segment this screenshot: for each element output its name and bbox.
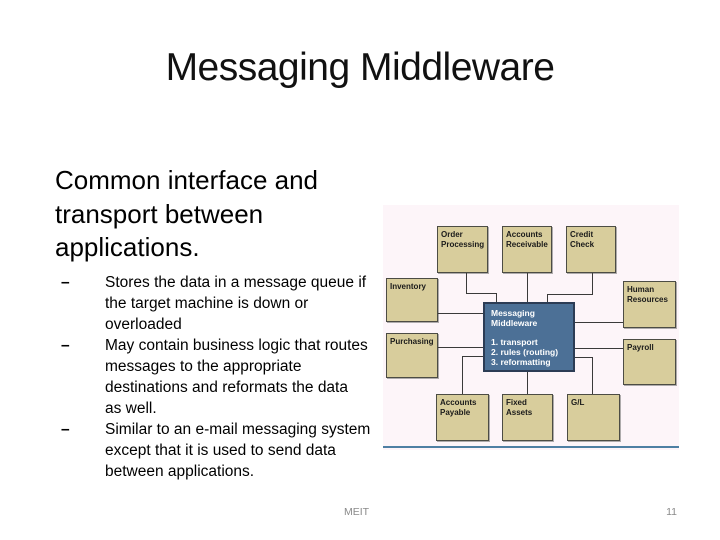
node-label-line: Processing: [441, 239, 485, 249]
bullet-dash: –: [61, 421, 70, 438]
connector-line: [592, 273, 593, 295]
bullet-text-line: between applications.: [105, 463, 255, 480]
page-number: 11: [666, 506, 677, 518]
diagram-node-fixed-assets: Fixed Assets: [502, 394, 553, 441]
connector-line: [466, 273, 467, 294]
node-label-line: G/L: [571, 398, 585, 407]
connector-line: [527, 372, 528, 394]
node-label-line: Accounts: [506, 230, 543, 239]
heading-line: applications.: [55, 232, 200, 262]
bullet-text-line: overloaded: [105, 316, 182, 333]
center-function: 3. reformatting: [491, 357, 551, 367]
node-label-line: Purchasing: [390, 337, 434, 346]
node-label-line: Credit: [570, 230, 594, 239]
diagram-bottom-divider: [383, 446, 679, 448]
diagram-node-gl: G/L: [567, 394, 620, 441]
node-label-line: Receivable: [506, 239, 548, 249]
bullet-text-line: except that it is used to send data: [105, 442, 336, 459]
connector-line: [575, 322, 623, 323]
node-label-line: Order: [441, 230, 463, 239]
bullet-item: – Stores the data in a message queue if …: [61, 272, 406, 335]
diagram-node-messaging-middleware: Messaging Middleware 1. transport 2. rul…: [483, 302, 575, 372]
bullet-text-line: messages to the appropriate: [105, 358, 302, 375]
node-label-line: Inventory: [390, 282, 427, 291]
center-title-line: Middleware: [491, 318, 538, 328]
node-label-line: Fixed: [506, 398, 527, 407]
bullet-dash: –: [61, 337, 70, 354]
connector-line: [575, 348, 623, 349]
node-label-line: Payroll: [627, 343, 654, 352]
heading-line: transport between: [55, 198, 264, 229]
bullet-text: May contain business logic that routes m…: [105, 335, 368, 419]
node-label-line: Assets: [506, 407, 533, 417]
connector-line: [592, 357, 593, 394]
connector-line: [462, 356, 483, 357]
bullet-text-line: Stores the data in a message queue if: [105, 274, 367, 291]
bullet-list: – Stores the data in a message queue if …: [61, 272, 406, 482]
connector-line: [547, 294, 593, 295]
diagram-node-accounts-payable: Accounts Payable: [436, 394, 489, 441]
connector-line: [466, 293, 497, 294]
slide-title: Messaging Middleware: [165, 46, 555, 89]
bullet-text-line: as well.: [105, 400, 157, 417]
heading-text: Common interface and transport between a…: [55, 164, 318, 265]
footer-text: MEIT: [344, 506, 370, 518]
diagram-node-inventory: Inventory: [386, 278, 438, 322]
center-title-line: Messaging: [491, 308, 535, 318]
connector-line: [438, 347, 483, 348]
diagram-node-accounts-receivable: Accounts Receivable: [502, 226, 552, 273]
bullet-item: – Similar to an e-mail messaging system …: [61, 419, 406, 482]
center-function-list: 1. transport 2. rules (routing) 3. refor…: [491, 337, 573, 367]
connector-line: [438, 313, 483, 314]
connector-line: [547, 294, 548, 302]
center-function: 2. rules (routing): [491, 347, 559, 357]
bullet-item: – May contain business logic that routes…: [61, 335, 406, 419]
middleware-diagram: Order Processing Accounts Receivable Cre…: [383, 205, 679, 450]
bullet-text-line: the target machine is down or: [105, 295, 309, 312]
node-label-line: Human: [627, 285, 655, 294]
connector-line: [462, 356, 463, 394]
bullet-dash: –: [61, 274, 70, 291]
diagram-node-human-resources: Human Resources: [623, 281, 676, 328]
connector-line: [575, 357, 593, 358]
node-label-line: Check: [570, 239, 595, 249]
diagram-node-order-processing: Order Processing: [437, 226, 488, 273]
heading-line: Common interface and: [55, 165, 319, 195]
bullet-text: Similar to an e-mail messaging system ex…: [105, 419, 370, 482]
connector-line: [527, 273, 528, 302]
center-function: 1. transport: [491, 337, 538, 347]
bullet-text-line: destinations and reformats the data: [105, 379, 348, 396]
bullet-text-line: Similar to an e-mail messaging system: [105, 421, 371, 438]
bullet-text-line: May contain business logic that routes: [105, 337, 368, 354]
diagram-node-credit-check: Credit Check: [566, 226, 616, 273]
diagram-node-purchasing: Purchasing: [386, 333, 438, 378]
node-label-line: Resources: [627, 294, 668, 304]
bullet-text: Stores the data in a message queue if th…: [105, 272, 366, 335]
node-label-line: Payable: [440, 407, 471, 417]
node-label-line: Accounts: [440, 398, 477, 407]
diagram-node-payroll: Payroll: [623, 339, 676, 385]
connector-line: [496, 293, 497, 302]
